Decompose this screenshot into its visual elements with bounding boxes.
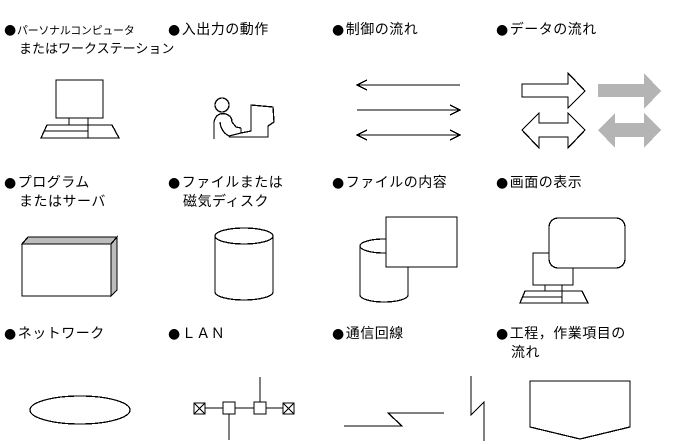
label-file-disk: ●ファイルまたは 磁気ディスク [168,174,283,212]
bullet-icon: ● [332,22,345,38]
label-line2: 磁気ディスク [183,194,270,210]
file-content-icon [359,216,458,303]
bullet-icon: ● [496,22,509,38]
label-lan: ●ＬＡＮ [168,325,225,344]
bullet-icon: ● [4,22,16,38]
network-ellipse-icon [29,395,131,425]
process-flow-pentagon-icon [529,380,631,440]
label-line1: データの流れ [509,22,597,38]
bullet-icon: ● [496,175,509,191]
label-file-content: ●ファイルの内容 [332,174,447,193]
label-line1: 制御の流れ [345,22,419,38]
label-communication-line: ●通信回線 [332,325,404,344]
label-program-server: ●プログラム またはサーバ [4,174,106,212]
person-at-terminal-icon [213,97,275,139]
bullet-icon: ● [4,326,17,342]
bullet-icon: ● [168,175,181,191]
label-line1: ＬＡＮ [181,326,226,342]
lan-icon [193,377,295,440]
bullet-icon: ● [496,326,509,342]
label-line2: またはワークステーション [19,42,175,57]
label-process-flow: ●工程，作業項目の 流れ [496,325,626,363]
label-line1: ファイルの内容 [345,175,448,191]
data-flow-arrows-icon [521,71,661,150]
label-line2: またはサーバ [19,194,106,210]
bullet-icon: ● [4,175,17,191]
label-line1: 入出力の動作 [181,22,269,38]
control-flow-arrows-icon [355,79,462,141]
label-line1: パーソナルコンピュータ [16,24,135,37]
label-line1: 通信回線 [345,326,404,342]
label-screen-display: ●画面の表示 [496,174,582,193]
label-line1: 画面の表示 [509,175,583,191]
bullet-icon: ● [168,22,181,38]
label-line1: ファイルまたは [181,175,284,191]
label-line1: プログラム [17,175,90,191]
label-line1: ネットワーク [17,326,105,342]
program-server-box-icon [20,235,119,298]
label-data-flow: ●データの流れ [496,21,597,40]
personal-computer-icon [39,79,121,139]
screen-display-icon [519,217,626,304]
label-network: ●ネットワーク [4,325,105,344]
label-line2: 流れ [511,345,540,361]
label-control-flow: ●制御の流れ [332,21,418,40]
communication-line-icon [344,376,485,441]
label-line1: 工程，作業項目の [509,326,626,342]
label-io-operation: ●入出力の動作 [168,21,269,40]
disk-cylinder-icon [214,227,274,301]
label-personal-computer: ●パーソナルコンピュータ またはワークステーション [4,21,174,59]
bullet-icon: ● [168,326,181,342]
bullet-icon: ● [332,175,345,191]
bullet-icon: ● [332,326,345,342]
